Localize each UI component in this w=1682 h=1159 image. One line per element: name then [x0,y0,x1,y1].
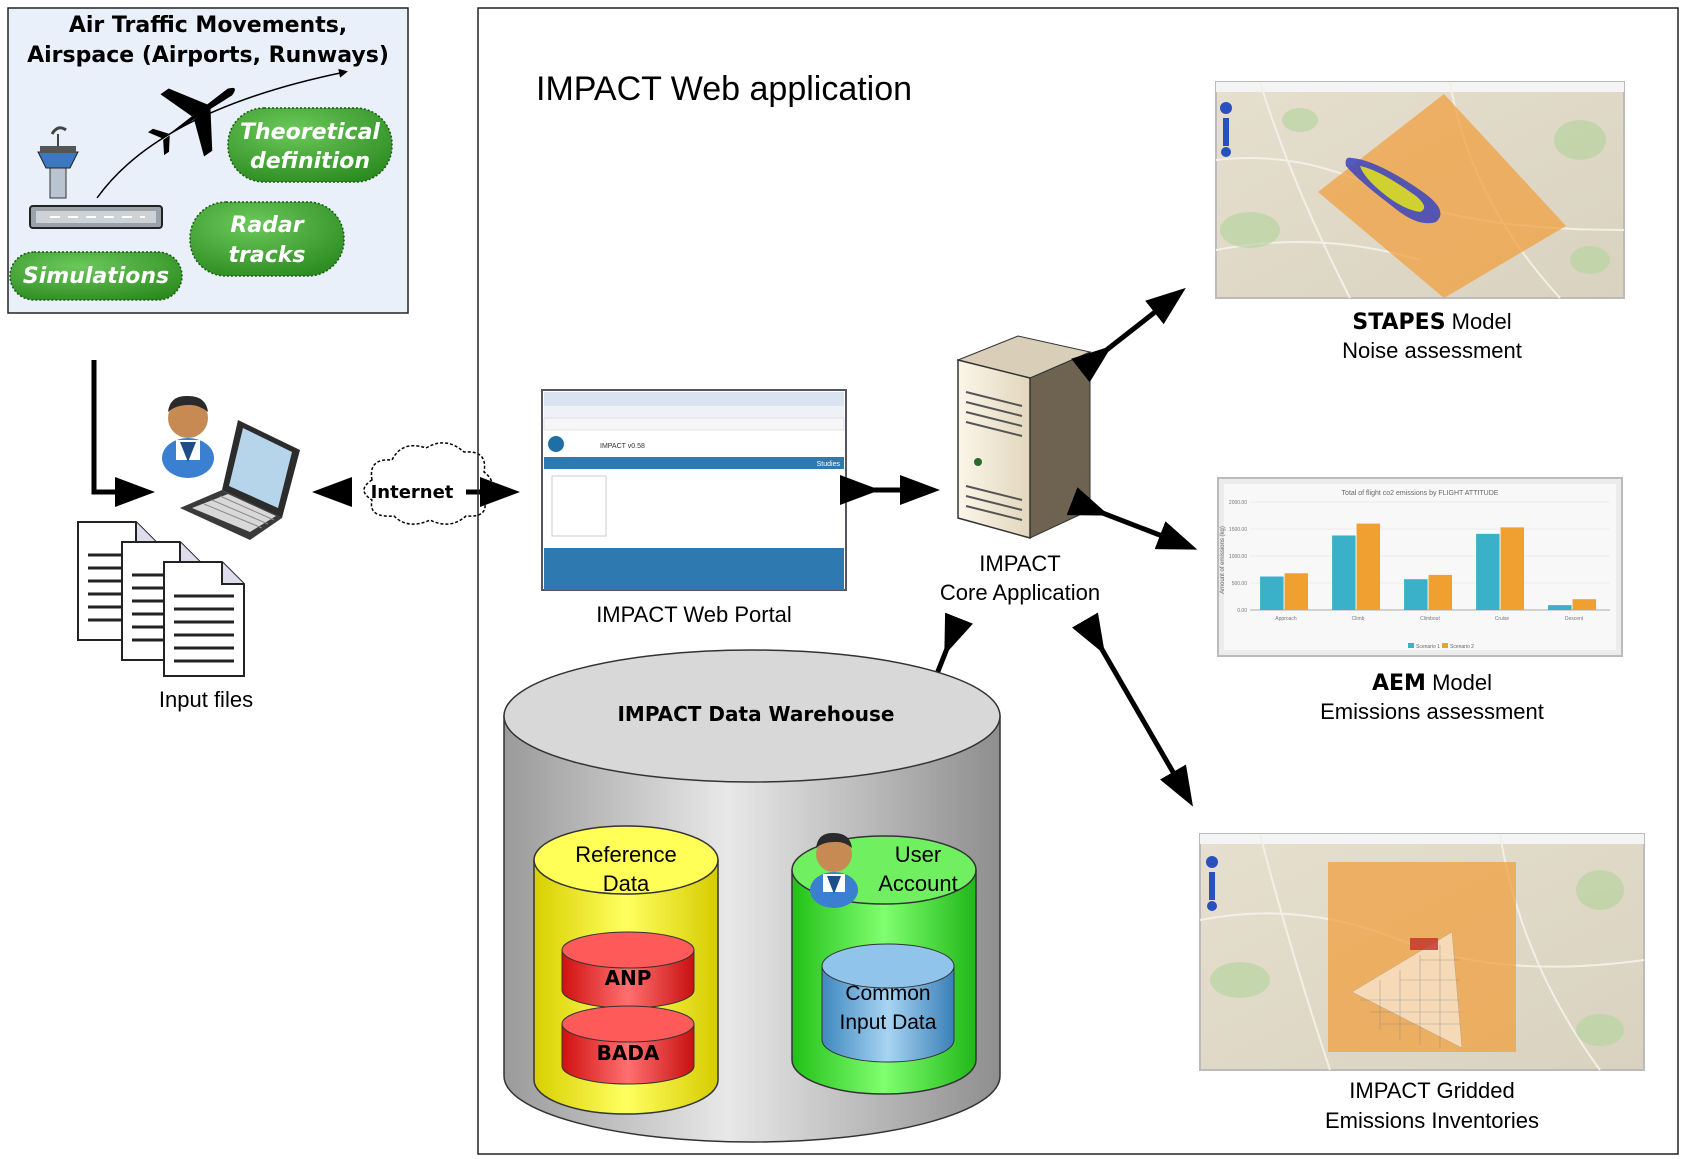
portal-tab: Studies [817,461,841,468]
chart-xtick-label: Approach [1275,616,1297,622]
chart-ylabel: Amount of emissions (kg) [1220,526,1226,594]
core-label-line2: Core Application [940,580,1100,605]
chart-bar [1548,605,1572,610]
reference-line2: Data [603,871,650,896]
chart-xtick-label: Climbout [1420,616,1440,622]
chart-legend-swatch [1408,643,1414,648]
chart-legend-label: Scenario 2 [1450,644,1474,650]
grid-label-line1: IMPACT Gridded [1349,1078,1514,1103]
aem-sublabel: Emissions assessment [1320,699,1544,724]
internet-label: Internet [371,482,454,503]
webapp-frame [477,7,1679,1155]
chart-xtick-label: Climb [1352,616,1365,622]
badge-theoretical-line2: definition [250,149,370,174]
aem-label: AEM Model [1372,670,1492,696]
reference-line1: Reference [575,842,677,867]
chart-legend: Scenario 1 Scenario 2 [1408,643,1474,650]
aem-bar-chart: Total of flight co2 emissions by FLIGHT … [1217,477,1623,657]
webapp-title: IMPACT Web application [536,70,912,108]
stapes-noise-map [1215,81,1625,299]
chart-legend-swatch [1442,643,1448,648]
chart-ytick-label: 2000.00 [1229,500,1247,506]
warehouse-title: IMPACT Data Warehouse [617,702,894,726]
common-input-cylinder: Common Input Data [821,943,955,1063]
core-grid-arrow [1071,612,1194,807]
anp-cylinder: ANP [561,931,695,1009]
internet-cloud-icon: Internet [363,442,493,525]
chart-xtick-label: Cruise [1495,616,1510,622]
chart-xtick-label: Descent [1565,616,1584,622]
chart-legend-label: Scenario 1 [1416,644,1440,650]
chart-ytick-label: 1000.00 [1229,554,1247,560]
input-files-label: Input files [159,687,253,712]
bada-label: BADA [597,1041,660,1065]
sources-to-user-arrow [91,360,155,507]
chart-bar [1428,574,1453,610]
noise-grid-overlay [1318,94,1566,298]
gridded-emissions-map [1199,833,1645,1071]
portal-app-name: IMPACT v0.58 [600,443,645,450]
sources-panel: Air Traffic Movements, Airspace (Airport… [7,7,409,314]
sources-title-line2: Airspace (Airports, Runways) [27,43,389,68]
stapes-label: STAPES Model [1352,309,1511,335]
chart-bar [1500,527,1525,610]
server-icon [956,335,1092,539]
badge-theoretical-definition: Theoretical definition [227,107,393,183]
grid-map-zoom-control-icon [1206,856,1218,911]
chart-ytick-label: 500.00 [1232,581,1248,587]
chart-title: Total of flight co2 emissions by FLIGHT … [1342,490,1499,497]
grid-label-line2: Emissions Inventories [1325,1108,1539,1133]
trajectory-arrow [96,68,348,199]
control-tower-icon [37,126,79,199]
user-avatar-icon [162,395,214,478]
chart-bar [1404,579,1428,610]
chart-bar [1572,599,1597,610]
portal-label: IMPACT Web Portal [596,602,792,627]
badge-radar-line2: tracks [229,243,306,268]
anp-label: ANP [605,966,652,990]
user-line2: Account [878,871,958,896]
badge-radar-line1: Radar [230,213,304,238]
input-files-icon [77,521,245,677]
common-line1: Common [845,982,930,1005]
chart-ytick-label: 1500.00 [1229,527,1247,533]
bada-cylinder: BADA [561,1005,695,1085]
runway-icon [29,205,163,229]
laptop-icon [180,420,300,540]
core-aem-arrow [1066,487,1198,550]
badge-theoretical-line1: Theoretical [240,120,380,145]
badge-radar-tracks: Radar tracks [189,201,345,277]
chart-bar [1356,523,1381,610]
chart-bar [1476,533,1500,610]
badge-simulations: Simulations [9,251,183,301]
badge-simulations-label: Simulations [23,264,169,289]
emission-cells [1351,931,1463,1049]
portal-logo-icon [548,436,564,452]
common-line2: Input Data [840,1011,937,1034]
user-line1: User [895,842,941,867]
map-zoom-control-icon [1220,102,1232,157]
airplane-icon [148,87,235,157]
chart-bar [1260,576,1284,610]
chart-ytick-label: 0.00 [1237,608,1247,614]
chart-bar [1332,535,1356,610]
core-label-line1: IMPACT [979,551,1060,576]
sources-title-line1: Air Traffic Movements, [69,13,347,38]
account-avatar-icon [810,832,858,908]
stapes-sublabel: Noise assessment [1342,338,1522,363]
chart-bar [1284,573,1309,610]
web-portal-screenshot: IMPACT v0.58 Studies [541,389,847,591]
core-stapes-arrow [1071,287,1186,383]
